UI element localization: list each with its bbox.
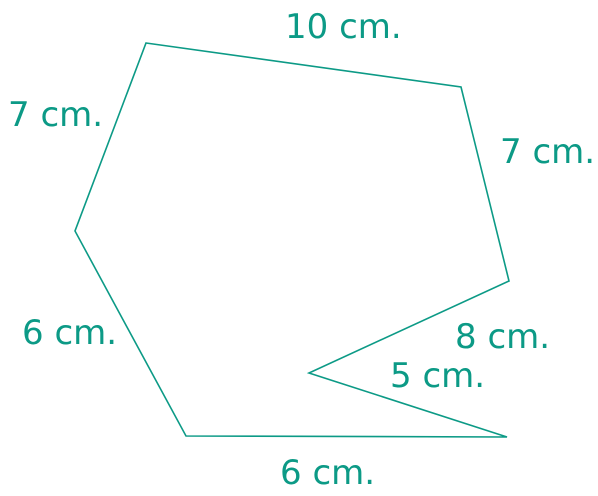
polygon-outline <box>74 42 510 438</box>
label-top-side: 10 cm. <box>285 7 402 47</box>
label-bottom-side: 6 cm. <box>280 453 375 493</box>
label-upper-left-side: 7 cm. <box>8 95 103 135</box>
label-notch-lower-side: 5 cm. <box>390 356 485 396</box>
label-lower-left-side: 6 cm. <box>22 313 117 353</box>
label-notch-upper-side: 8 cm. <box>455 317 550 357</box>
label-upper-right-side: 7 cm. <box>500 132 595 172</box>
